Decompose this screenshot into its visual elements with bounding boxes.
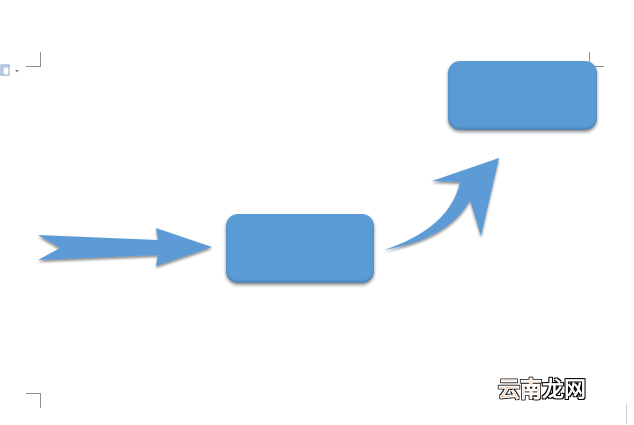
watermark: 云南龙网	[498, 378, 587, 403]
watermark-part1: 云南	[498, 378, 543, 403]
margin-corner-top-left	[26, 52, 41, 67]
chevron-down-icon	[15, 70, 19, 73]
page-edge-mark	[626, 404, 633, 424]
margin-corner-bottom-left	[26, 393, 41, 408]
rounded-rectangle-middle[interactable]	[226, 214, 374, 283]
straight-notched-arrow[interactable]	[38, 228, 212, 266]
curved-up-arrow[interactable]	[384, 158, 499, 250]
paste-options-icon[interactable]	[0, 64, 24, 78]
watermark-part2: 龙网	[542, 378, 587, 403]
rounded-rectangle-top-right[interactable]	[448, 61, 597, 130]
margin-corner-top-right	[589, 52, 604, 67]
